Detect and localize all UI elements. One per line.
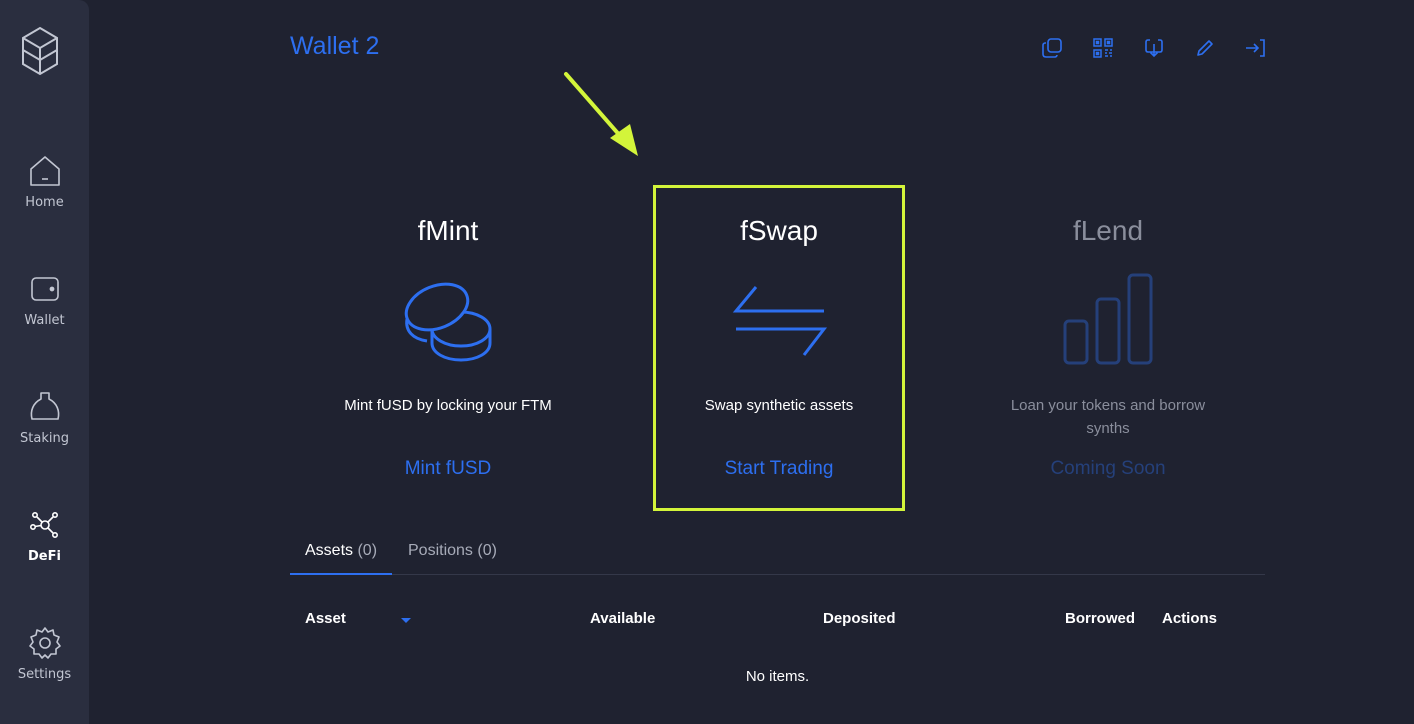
card-title: fMint: [417, 215, 479, 246]
qr-code-button[interactable]: [1077, 34, 1128, 62]
tab-positions[interactable]: Positions (0): [408, 542, 497, 575]
sidebar-item-staking[interactable]: Staking: [0, 389, 89, 446]
receive-icon: [1144, 39, 1163, 58]
column-header-asset[interactable]: Asset: [305, 610, 346, 627]
card-description: Mint fUSD by locking your FTM: [344, 397, 552, 414]
settings-icon: [28, 627, 61, 659]
fantom-logo-icon[interactable]: [20, 26, 60, 76]
logout-button[interactable]: [1230, 34, 1281, 62]
header-actions: [1026, 34, 1281, 62]
coming-soon-label: Coming Soon: [1050, 458, 1166, 479]
card-title: fSwap: [740, 215, 818, 246]
tab-count: (0): [477, 542, 497, 559]
sidebar-item-wallet[interactable]: Wallet: [0, 271, 89, 328]
card-fmint: fMint Mint fUSD by locking your FTM Mint…: [322, 185, 574, 511]
empty-table-message: No items.: [745, 668, 810, 685]
column-header-deposited: Deposited: [823, 610, 896, 627]
bar-chart-icon: [1063, 273, 1153, 365]
card-description: Swap synthetic assets: [704, 397, 854, 414]
card-flend: fLend Loan your tokens and borrow synths…: [982, 185, 1234, 511]
sidebar-item-label: Home: [25, 195, 64, 210]
column-header-available: Available: [590, 610, 656, 627]
sidebar-item-label: Wallet: [24, 313, 65, 328]
sidebar-item-home[interactable]: Home: [0, 153, 89, 210]
receive-button[interactable]: [1128, 34, 1179, 62]
sidebar-item-label: Settings: [17, 667, 72, 682]
annotation-arrow-icon: [564, 72, 638, 156]
tab-label: Assets: [305, 542, 354, 559]
copy-icon: [1041, 38, 1062, 58]
table-header: Asset Available Deposited Borrowed Actio…: [290, 610, 1265, 630]
copy-button[interactable]: [1026, 34, 1077, 62]
tab-count: (0): [357, 542, 378, 559]
start-trading-link[interactable]: Start Trading: [724, 458, 834, 479]
tab-label: Positions: [408, 542, 473, 559]
card-fswap: fSwap Swap synthetic assets Start Tradin…: [653, 185, 905, 511]
sidebar-item-defi[interactable]: DeFi: [0, 507, 89, 564]
staking-icon: [30, 392, 59, 420]
wallet-icon: [30, 277, 59, 301]
sidebar-item-label: DeFi: [28, 549, 61, 564]
defi-icon: [29, 512, 58, 538]
logout-icon: [1245, 39, 1265, 57]
sidebar-item-label: Staking: [20, 431, 69, 446]
sidebar: Home Wallet Staking DeFi Settings: [0, 0, 89, 724]
edit-button[interactable]: [1179, 34, 1230, 62]
tab-assets[interactable]: Assets (0): [290, 542, 392, 575]
swap-arrows-icon: [732, 286, 828, 356]
card-description: Loan your tokens and borrow synths: [1010, 397, 1206, 437]
column-header-actions: Actions: [1162, 610, 1218, 627]
coins-icon: [404, 282, 492, 362]
column-header-borrowed: Borrowed: [1065, 610, 1136, 627]
qr-code-icon: [1092, 38, 1113, 58]
sort-caret-icon[interactable]: [401, 618, 411, 623]
mint-fusd-link[interactable]: Mint fUSD: [404, 458, 492, 479]
edit-icon: [1196, 40, 1213, 56]
sidebar-item-settings[interactable]: Settings: [0, 625, 89, 682]
tab-bar: Assets (0) Positions (0): [290, 538, 1265, 575]
home-icon: [29, 156, 60, 186]
card-title: fLend: [1072, 215, 1144, 246]
page-title: Wallet 2: [290, 32, 380, 60]
